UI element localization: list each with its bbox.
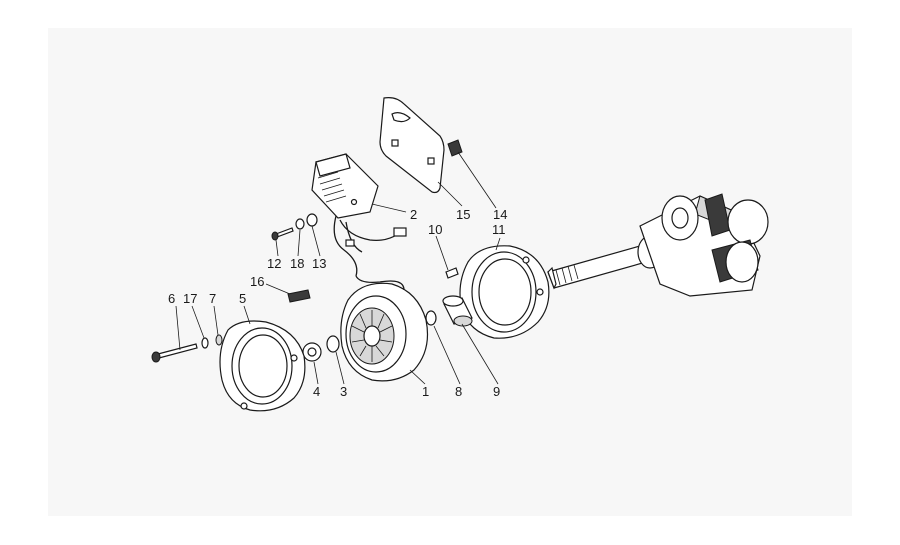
leader-lines: [175, 151, 501, 385]
part-3-washer: [326, 335, 340, 353]
part-6-bolt: [151, 343, 198, 363]
callout-14: 14: [493, 207, 507, 222]
callout-13: 13: [312, 256, 326, 271]
part-17-washer: [201, 337, 209, 349]
part-15-mounting-plate: [379, 97, 445, 194]
part-2-regulator: [311, 153, 379, 219]
part-9-sleeve: [442, 295, 473, 327]
callout-9: 9: [493, 384, 500, 399]
part-4-nut: [302, 342, 322, 362]
callout-8: 8: [455, 384, 462, 399]
part-18-washer: [295, 218, 305, 230]
part-12-screw: [271, 227, 294, 241]
callout-10: 10: [428, 222, 442, 237]
callout-1: 1: [422, 384, 429, 399]
callout-3: 3: [340, 384, 347, 399]
part-11-rear-housing: [459, 245, 550, 339]
part-10-key: [445, 267, 459, 279]
part-16-grommet: [287, 289, 311, 303]
callout-labels: 1 2 3 4 5 6 7 8 9 10 11 12 13 14 15 16 1…: [168, 207, 507, 399]
wiring-harness: [333, 215, 407, 291]
callout-4: 4: [313, 384, 320, 399]
callout-7: 7: [209, 291, 216, 306]
part-1-rotor: [340, 282, 429, 382]
callout-5: 5: [239, 291, 246, 306]
part-13-washer: [306, 213, 318, 227]
callout-16: 16: [250, 274, 264, 289]
part-5-front-cover: [219, 320, 306, 412]
callout-17: 17: [183, 291, 197, 306]
callout-6: 6: [168, 291, 175, 306]
part-14-clip: [447, 139, 463, 157]
callout-15: 15: [456, 207, 470, 222]
part-7-spring-washer: [215, 334, 223, 346]
callout-18: 18: [290, 256, 304, 271]
crankshaft: [547, 193, 769, 297]
callout-2: 2: [410, 207, 417, 222]
callout-11: 11: [492, 222, 506, 237]
part-8-o-ring: [425, 310, 437, 326]
callout-12: 12: [267, 256, 281, 271]
